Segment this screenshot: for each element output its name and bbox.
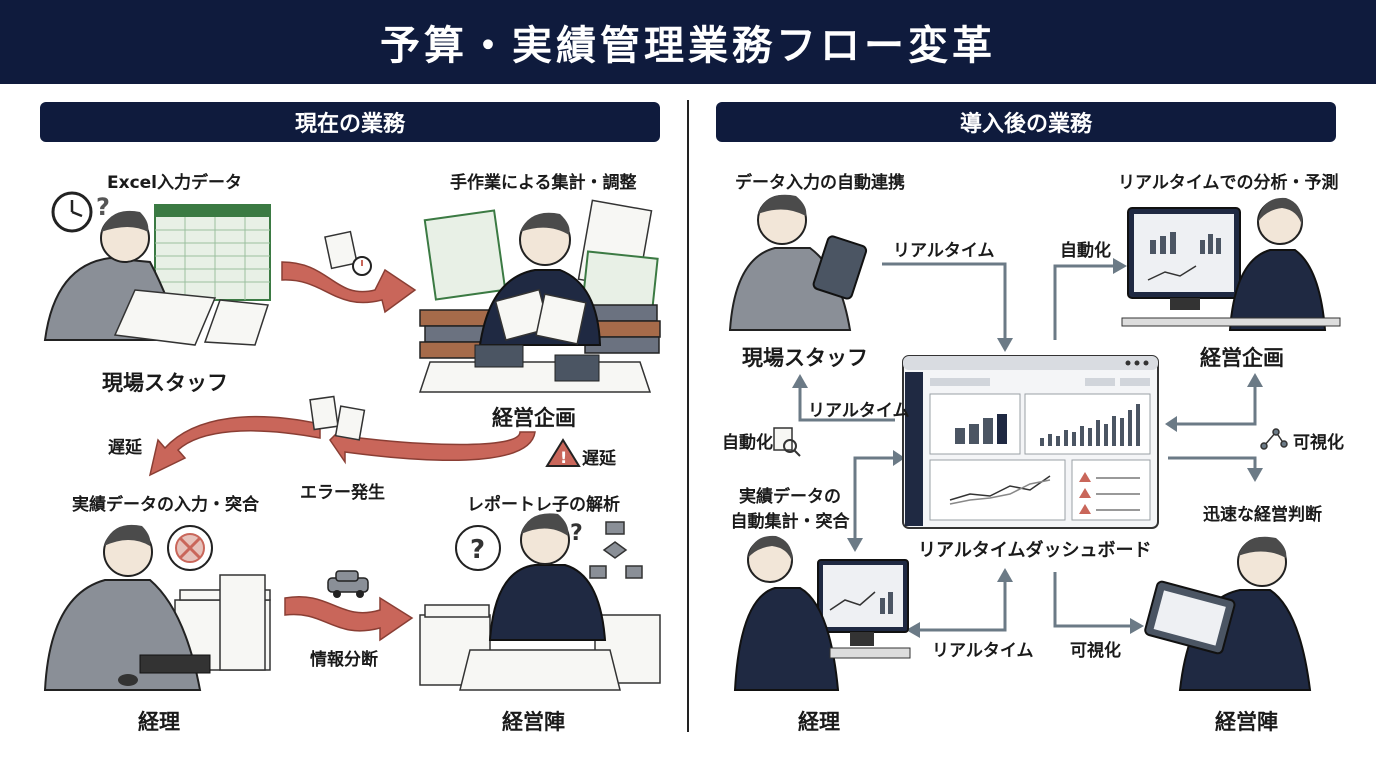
label-manual-aggregation: 手作業による集計・調整 bbox=[450, 173, 637, 193]
documents-icon-1 bbox=[324, 230, 372, 276]
label-auto-link: データ入力の自動連携 bbox=[735, 173, 905, 193]
search-doc-icon bbox=[773, 427, 801, 457]
label-right-field-staff: 現場スタッフ bbox=[742, 346, 868, 370]
label-delay-left: 遅延 bbox=[108, 438, 142, 458]
label-realtime-analysis: リアルタイムでの分析・予測 bbox=[1118, 173, 1339, 193]
center-divider bbox=[687, 100, 689, 732]
documents-icon-2 bbox=[309, 395, 366, 441]
planning-woman-body bbox=[1228, 249, 1327, 331]
label-realtime-2: リアルタイム bbox=[808, 401, 910, 421]
flowchart-icon bbox=[589, 521, 643, 579]
dashboard-bars-2 bbox=[1040, 404, 1140, 446]
warning-icon: ! bbox=[545, 438, 581, 467]
car-icon bbox=[327, 570, 369, 598]
arrow-realtime-1 bbox=[882, 262, 1007, 340]
accounting-illustration bbox=[43, 524, 271, 691]
arrow-planning-link bbox=[1175, 385, 1257, 426]
section-current: 現在の業務 bbox=[40, 102, 660, 142]
arrow-to-accounting bbox=[148, 415, 321, 477]
network-icon bbox=[1260, 428, 1288, 450]
right-field-staff-illustration bbox=[728, 194, 868, 331]
label-left-accounting: 経理 bbox=[138, 710, 180, 734]
planning-illustration bbox=[418, 199, 661, 393]
arrow-visualization-2 bbox=[1053, 572, 1132, 628]
calculator-icon bbox=[474, 344, 524, 368]
label-excel-input: Excel入力データ bbox=[107, 173, 243, 193]
label-delay-right: 遅延 bbox=[582, 449, 616, 469]
executives-illustration: ? ? bbox=[419, 513, 661, 691]
label-automation-1: 自動化 bbox=[1060, 241, 1111, 261]
right-executive-illustration bbox=[1144, 536, 1312, 691]
question-icon-2: ? bbox=[470, 535, 485, 565]
right-planning-illustration bbox=[1121, 197, 1341, 331]
section-current-title: 現在の業務 bbox=[294, 112, 405, 137]
arrow-accounting-to-exec bbox=[284, 595, 414, 642]
label-left-field-staff: 現場スタッフ bbox=[102, 371, 228, 395]
excel-sheet bbox=[154, 204, 271, 301]
arrow-visualization-1 bbox=[1168, 456, 1257, 470]
label-visualization-2: 可視化 bbox=[1070, 641, 1121, 661]
label-right-mgmt-planning: 経営企画 bbox=[1200, 346, 1284, 370]
label-realtime-3: リアルタイム bbox=[932, 641, 1034, 661]
label-realtime-1: リアルタイム bbox=[893, 241, 995, 261]
label-left-executives: 経営陣 bbox=[502, 710, 565, 734]
label-automation-2: 自動化 bbox=[722, 433, 773, 453]
label-actual-auto-line1: 実績データの bbox=[739, 487, 841, 507]
arrow-realtime-2 bbox=[798, 386, 895, 422]
question-icon: ? bbox=[96, 193, 110, 221]
section-after-title: 導入後の業務 bbox=[959, 112, 1092, 137]
exec-thought-bubble bbox=[455, 525, 501, 571]
dashboard-sidebar bbox=[905, 372, 923, 526]
label-right-accounting: 経理 bbox=[798, 710, 840, 734]
page-title: 予算・実績管理業務フロー変革 bbox=[380, 23, 996, 69]
field-staff-illustration bbox=[43, 204, 271, 346]
question-icon-3: ? bbox=[570, 521, 583, 546]
arrow-realtime-3 bbox=[918, 580, 1007, 632]
dashboard-card-line bbox=[929, 459, 1066, 521]
label-quick-decision: 迅速な経営判断 bbox=[1203, 505, 1322, 525]
page-header: 予算・実績管理業務フロー変革 bbox=[0, 0, 1376, 84]
staff-keyboard-paper bbox=[113, 289, 217, 346]
svg-text:!: ! bbox=[560, 448, 567, 467]
label-right-executives: 経営陣 bbox=[1215, 710, 1278, 734]
arrow-planning-delay bbox=[329, 423, 536, 465]
arrow-actual-auto bbox=[853, 456, 893, 540]
executive-body bbox=[488, 564, 607, 641]
label-left-mgmt-planning: 経営企画 bbox=[492, 406, 576, 430]
label-actual-auto: 実績データの 自動集計・突合 bbox=[725, 482, 855, 532]
label-visualization-1: 可視化 bbox=[1293, 433, 1344, 453]
right-accounting-illustration bbox=[733, 535, 911, 691]
dashboard-illustration bbox=[902, 355, 1159, 529]
excel-sheet-header bbox=[155, 205, 270, 217]
label-actual-input: 実績データの入力・突合 bbox=[72, 495, 259, 515]
clock-icon bbox=[51, 191, 93, 233]
label-error: エラー発生 bbox=[300, 483, 385, 503]
arrow-staff-to-planning bbox=[281, 261, 417, 314]
label-report-analysis: レポートレ子の解析 bbox=[467, 495, 620, 515]
label-info-analysis: 情報分断 bbox=[310, 650, 378, 670]
mouse bbox=[118, 674, 138, 686]
tablet bbox=[812, 235, 868, 300]
receipt-roll bbox=[219, 574, 266, 671]
label-dashboard: リアルタイムダッシュボード bbox=[918, 540, 1152, 561]
arrow-automation-1 bbox=[1053, 264, 1115, 340]
label-actual-auto-line2: 自動集計・突合 bbox=[730, 512, 850, 532]
keyboard bbox=[139, 654, 211, 674]
section-after: 導入後の業務 bbox=[716, 102, 1336, 142]
